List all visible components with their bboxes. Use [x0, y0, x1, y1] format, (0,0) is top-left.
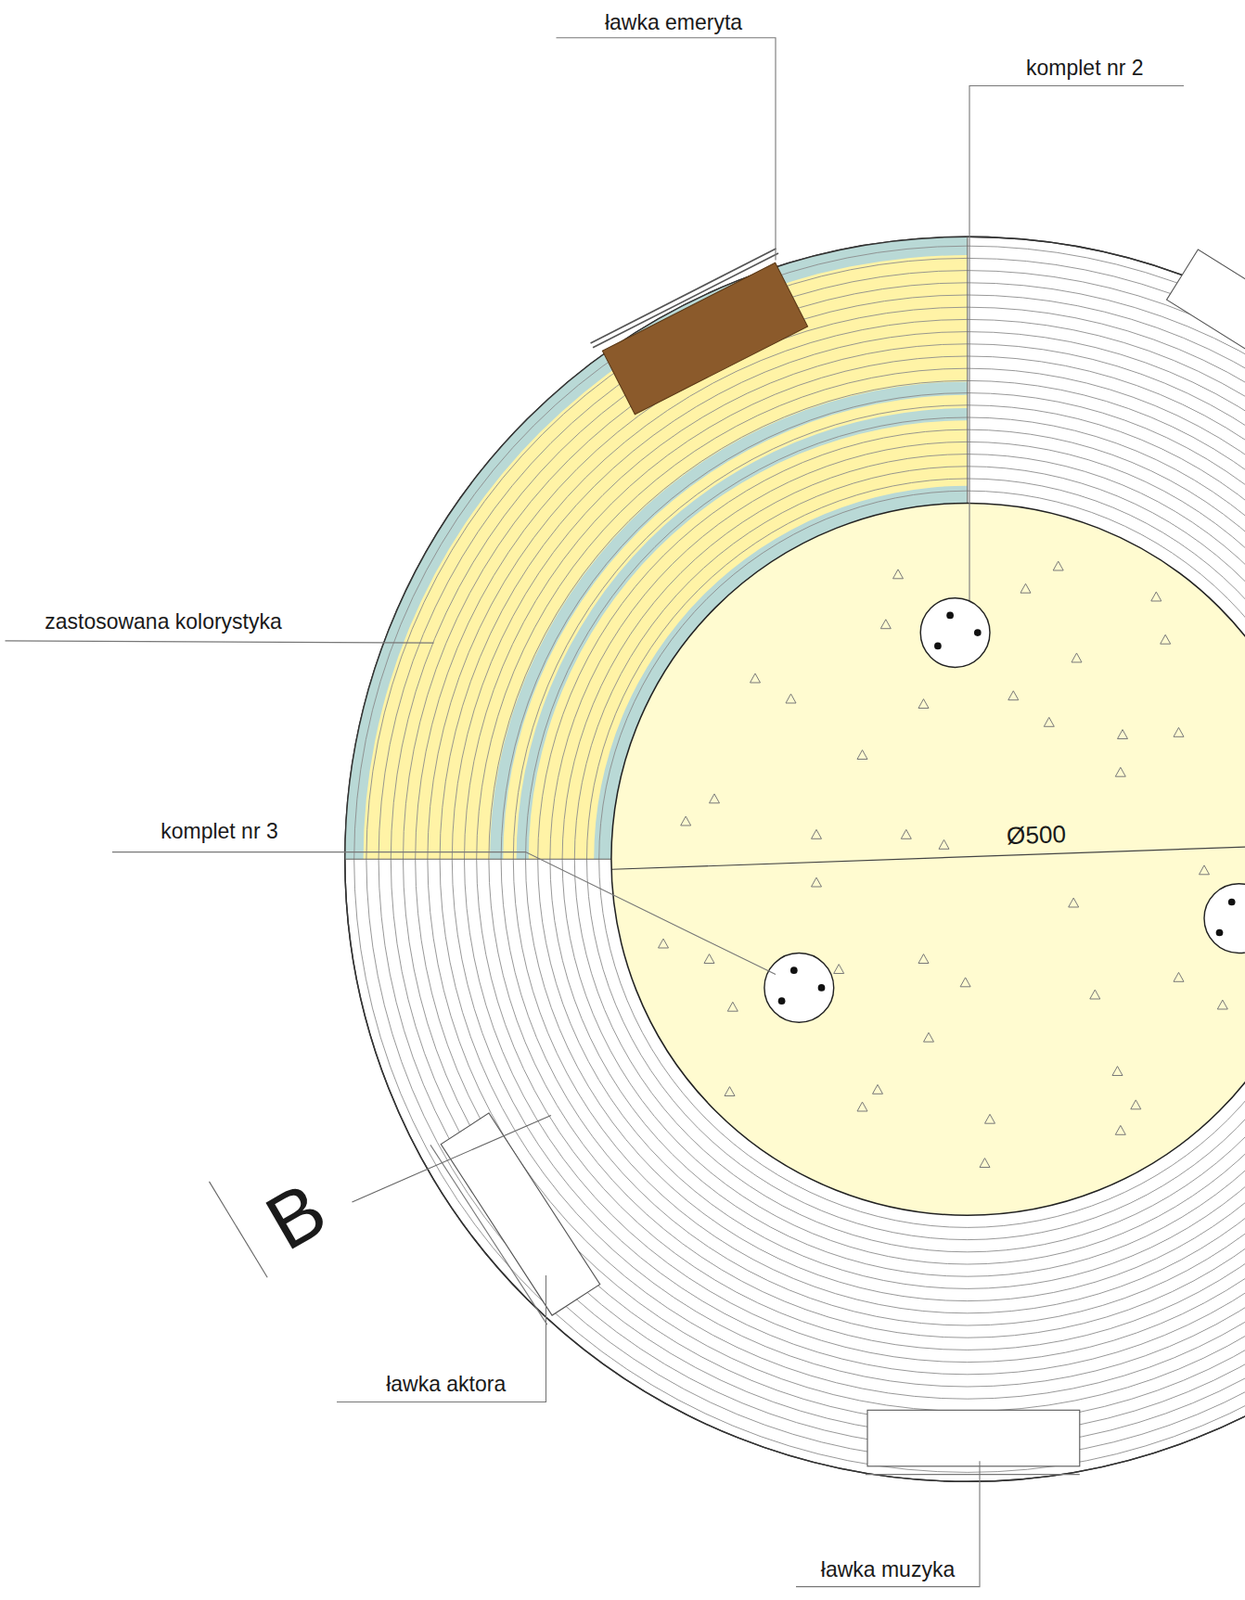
bench-actor — [430, 1108, 604, 1325]
bench-topright — [1167, 249, 1245, 371]
outer-circle — [345, 236, 1245, 1482]
arena-circle — [611, 502, 1245, 1216]
part-label: komplet nr 2 — [1026, 55, 1143, 80]
section-marker: B — [251, 1165, 341, 1269]
bench-pensioner — [590, 248, 815, 418]
set-dots — [778, 612, 1236, 1006]
dimension-label: Ø500 — [1001, 820, 1070, 851]
part-label: ławka muzyka — [821, 1557, 955, 1582]
part-label: ławka emeryta — [604, 10, 743, 35]
part-label: ławka aktora — [385, 1372, 506, 1397]
leader-lines — [5, 38, 1185, 1588]
part-label: zastosowana kolorystyka — [44, 609, 283, 634]
table-sets — [764, 598, 1245, 1024]
diameter-line — [612, 847, 1245, 870]
bench-musician — [865, 1410, 1080, 1475]
section-lines — [209, 1115, 552, 1278]
part-label: komplet nr 3 — [160, 819, 278, 844]
